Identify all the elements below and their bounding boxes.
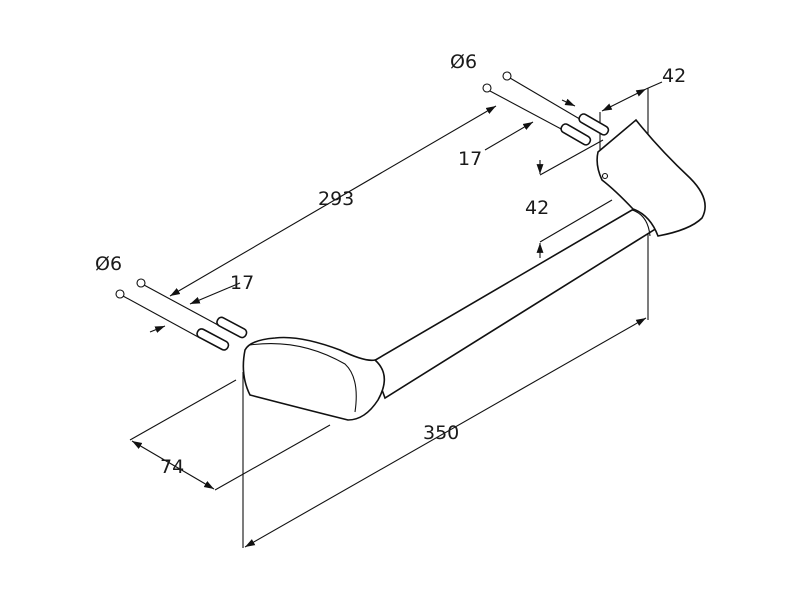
hole-distance-label: 293: [318, 188, 354, 210]
screw-spacing-left-label: 17: [230, 272, 254, 294]
extension-lines: [129, 88, 649, 548]
right-screws: [482, 71, 610, 146]
diameter-label-right: Ø6: [450, 51, 477, 73]
depth-label: 42: [662, 65, 686, 87]
left-screws: [115, 278, 248, 351]
overall-length-label: 350: [423, 422, 459, 444]
screw-spacing-right-label: 17: [458, 148, 482, 170]
projection-label: 74: [160, 456, 184, 478]
dimension-lines: [131, 81, 663, 548]
bar-offset-label: 42: [525, 197, 549, 219]
diameter-label-left: Ø6: [95, 253, 122, 275]
